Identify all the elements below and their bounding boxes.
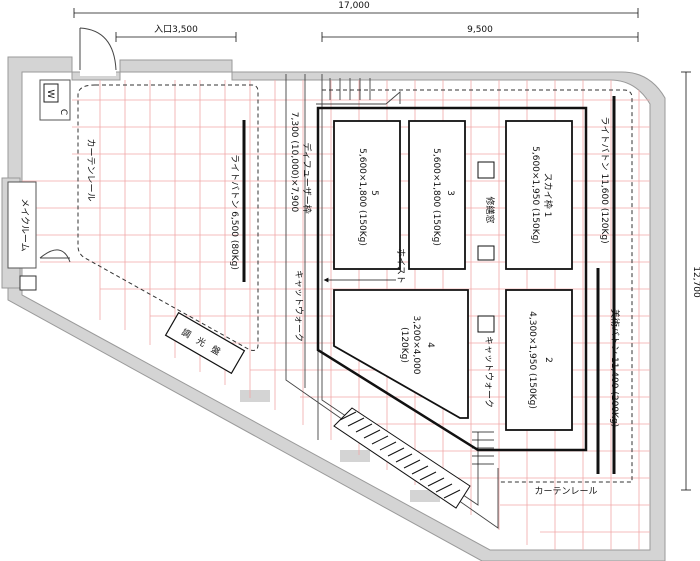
curtain-rail-left-label: カーテンレール (85, 138, 96, 201)
frame-5 (333, 120, 401, 270)
makeup-door-swing-icon (39, 249, 71, 263)
repair-room-label: 修繕窓 (484, 196, 496, 223)
catwalk-left-label: キャットウォーク (293, 270, 304, 342)
frame-5-size: 5,600×1,800 (150Kg) (357, 148, 367, 246)
stairs (333, 407, 494, 509)
catwalk-center-label: キャットウォーク (483, 336, 494, 408)
hoist-label: ホイスト (395, 248, 406, 284)
frame-4-number: 4 (425, 342, 435, 348)
dim-total-depth: 12,700 (691, 266, 700, 298)
frame-2-number: 2 (543, 357, 553, 363)
frame-3-size: 5,600×1,800 (150Kg) (431, 148, 441, 246)
curtain-rail-left (77, 84, 259, 351)
frame-1-size: 5,600×1,950 (150Kg) (530, 146, 540, 244)
dim-entrance: 入口3,500 (154, 24, 198, 35)
frame-4 (333, 289, 469, 419)
catwalk-box (477, 315, 495, 333)
frame-3-number: 3 (445, 190, 455, 196)
frame-1 (505, 120, 573, 270)
frame-2 (505, 289, 573, 431)
diffuser-frame-label-2: 7,300 (10,000)×7,900 (289, 112, 299, 213)
curtain-rail-right (322, 89, 633, 483)
dim-right-span: 9,500 (467, 25, 493, 35)
entrance-door-swing-icon (79, 27, 117, 71)
makeup-room-label: メイクルーム (19, 198, 30, 251)
light-baton-right-label: ライトバトン 11,600 (120Kg) (599, 116, 610, 243)
wc-room: W C (39, 79, 71, 121)
art-baton-label: 美術バトン 11,400 (200Kg) (609, 309, 621, 427)
frame-4-load: (120Kg) (399, 327, 409, 363)
repair-box-bottom (477, 245, 495, 261)
makeup-room: メイクルーム (7, 181, 71, 291)
entrance-door-opening (80, 62, 116, 76)
light-baton-left-label: ライトバトン 6,500 (80Kg) (229, 154, 240, 270)
dimension-lines (73, 8, 691, 491)
frame-2-size: 4,300×1,950 (150Kg) (527, 311, 537, 409)
diffuser-frame-label-1: ディフューザー枠 (301, 142, 313, 213)
wc-w-label: W (45, 90, 55, 99)
curtain-rail-bottom-label: カーテンレール (534, 486, 597, 497)
frame-4-size: 3,200×4,000 (411, 315, 421, 374)
wc-c-label: C (58, 109, 68, 115)
diffuser-frame (316, 106, 588, 452)
frame-1-name: スカイ枠 1 (542, 173, 554, 218)
dim-total-width: 17,000 (338, 1, 370, 11)
frame-3 (408, 120, 466, 270)
repair-box-top (477, 161, 495, 179)
frame-5-number: 5 (369, 190, 379, 196)
